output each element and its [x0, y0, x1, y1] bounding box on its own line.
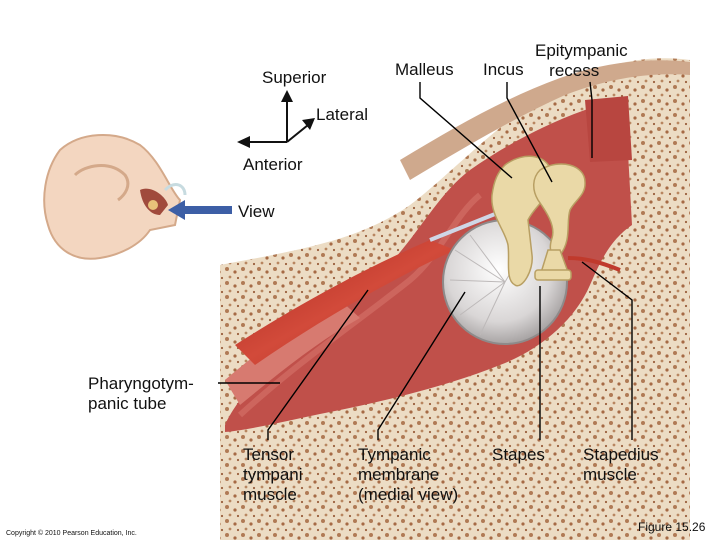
label-lateral: Lateral: [316, 105, 368, 124]
stapedius-muscle-shape: [567, 256, 621, 272]
label-malleus: Malleus: [395, 60, 454, 79]
view-arrow-icon: [168, 200, 232, 220]
label-view: View: [238, 202, 275, 221]
cavity-lining: [237, 192, 482, 418]
figure-number: Figure 15.26: [638, 520, 706, 534]
leader-malleus: [419, 82, 513, 179]
epitympanic-recess-pocket: [585, 96, 632, 162]
stapes-footplate: [534, 269, 572, 281]
label-anterior: Anterior: [243, 155, 303, 174]
outer-ear-inset: [43, 134, 187, 260]
label-superior: Superior: [262, 68, 327, 87]
tensor-tympani-muscle-shape: [235, 240, 455, 365]
label-epitympanic-recess: Epitympanic recess: [535, 41, 628, 80]
label-tensor-tympani-muscle: Tensor tympani muscle: [243, 445, 303, 504]
bone-outer-rim: [400, 60, 690, 180]
orientation-axes-icon: [237, 90, 315, 148]
label-incus: Incus: [483, 60, 524, 79]
tensor-tympani-tendon: [429, 210, 501, 242]
leader-stapedius: [581, 261, 633, 440]
pharyngotympanic-tube-shape: [225, 300, 360, 405]
label-stapedius-muscle: Stapedius muscle: [583, 445, 659, 484]
leader-tensor-tympani: [267, 289, 369, 440]
copyright-notice: Copyright © 2010 Pearson Education, Inc.: [6, 530, 137, 537]
label-tympanic-membrane: Tympanic membrane (medial view): [358, 445, 459, 504]
leader-epitympanic-recess: [589, 81, 593, 158]
label-pharyngotympanic-tube: Pharyngotym- panic tube: [88, 374, 194, 413]
leader-lines: [218, 81, 633, 440]
leader-incus: [506, 82, 553, 183]
label-stapes: Stapes: [492, 445, 545, 464]
leader-tympanic-membrane: [377, 291, 466, 440]
